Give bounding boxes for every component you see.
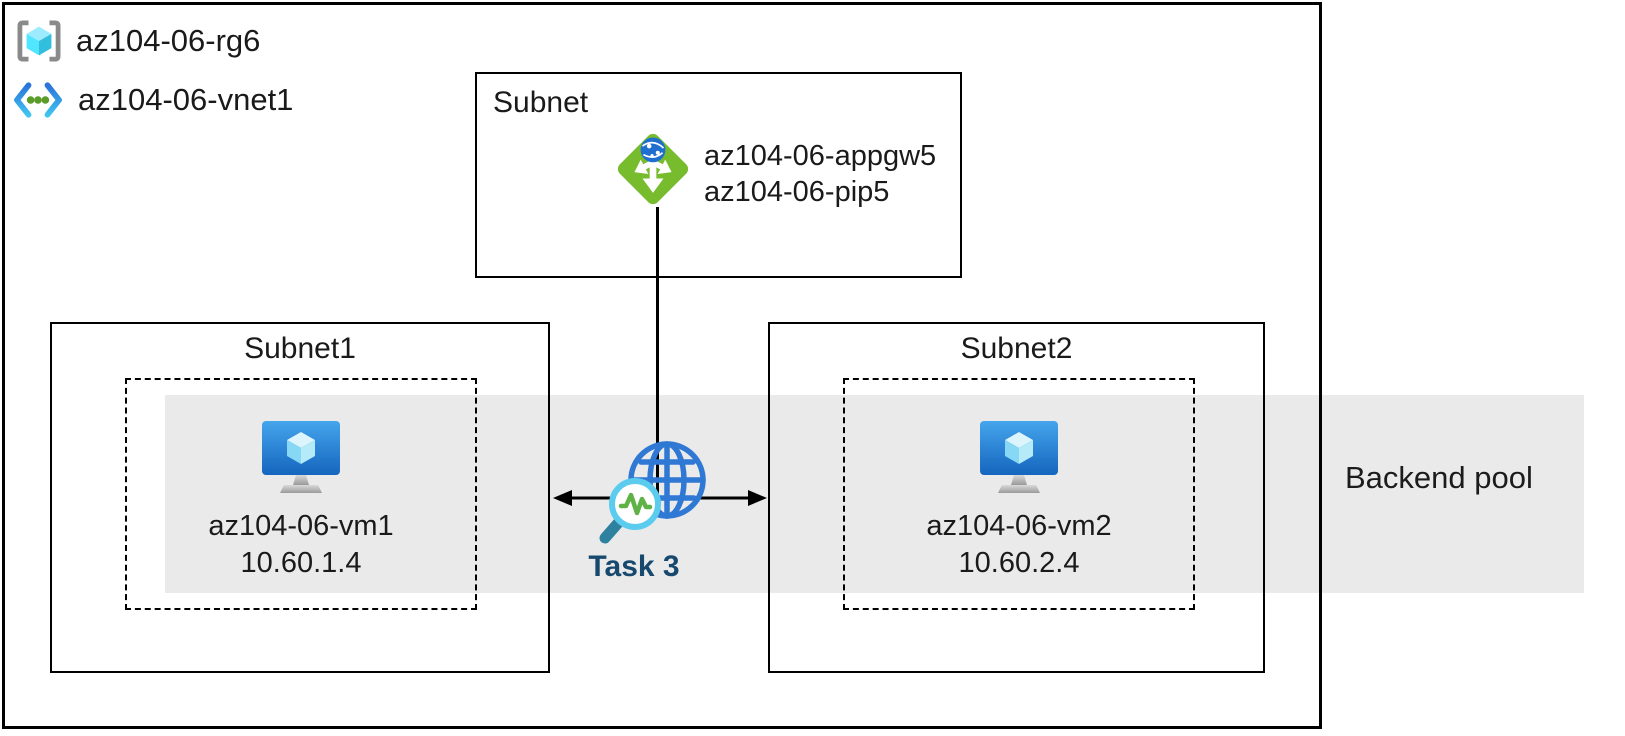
legend-virtual-network: az104-06-vnet1 <box>12 80 293 120</box>
gateway-name: az104-06-appgw5 <box>704 140 937 172</box>
backend-pool-band <box>165 395 1584 593</box>
gateway-connector-line <box>656 207 659 505</box>
health-probe-icon <box>599 441 706 544</box>
gateway-public-ip: az104-06-pip5 <box>704 176 890 208</box>
virtual-network-icon <box>14 82 62 118</box>
pulse-line <box>618 492 653 516</box>
subnet1-title: Subnet1 <box>244 332 356 365</box>
subnet2-title: Subnet2 <box>960 332 1073 365</box>
subnet2-vm-group-box <box>843 378 1195 610</box>
vm1-ip: 10.60.1.4 <box>240 547 362 579</box>
legend-resource-group: az104-06-rg6 <box>16 20 260 62</box>
resource-group-icon <box>17 20 61 62</box>
gateway-subnet-box: Subnet <box>475 72 962 278</box>
virtual-machine-icon <box>980 421 1058 493</box>
vm1-name: az104-06-vm1 <box>208 510 394 542</box>
vm2-ip: 10.60.2.4 <box>958 547 1080 579</box>
gateway-labels: az104-06-appgw5 az104-06-pip5 <box>704 138 936 210</box>
virtual-network-name: az104-06-vnet1 <box>78 82 294 117</box>
vm2-name: az104-06-vm2 <box>926 510 1112 542</box>
gateway-subnet-title: Subnet <box>493 86 589 119</box>
resource-group-name: az104-06-rg6 <box>76 23 261 58</box>
backend-pool-label: Backend pool <box>1345 460 1533 495</box>
task-label: Task 3 <box>588 550 680 583</box>
application-gateway-icon <box>617 133 689 205</box>
subnet1-vm-group-box <box>125 378 477 610</box>
virtual-machine-icon <box>262 421 340 493</box>
vm1-labels: az104-06-vm1 10.60.1.4 <box>151 508 451 582</box>
subnet2-box: Subnet2 <box>768 322 1265 673</box>
vm2-labels: az104-06-vm2 10.60.2.4 <box>869 508 1169 582</box>
magnifier-handle <box>599 516 625 544</box>
subnet1-box: Subnet1 <box>50 322 550 673</box>
resource-group-boundary <box>2 2 1322 729</box>
